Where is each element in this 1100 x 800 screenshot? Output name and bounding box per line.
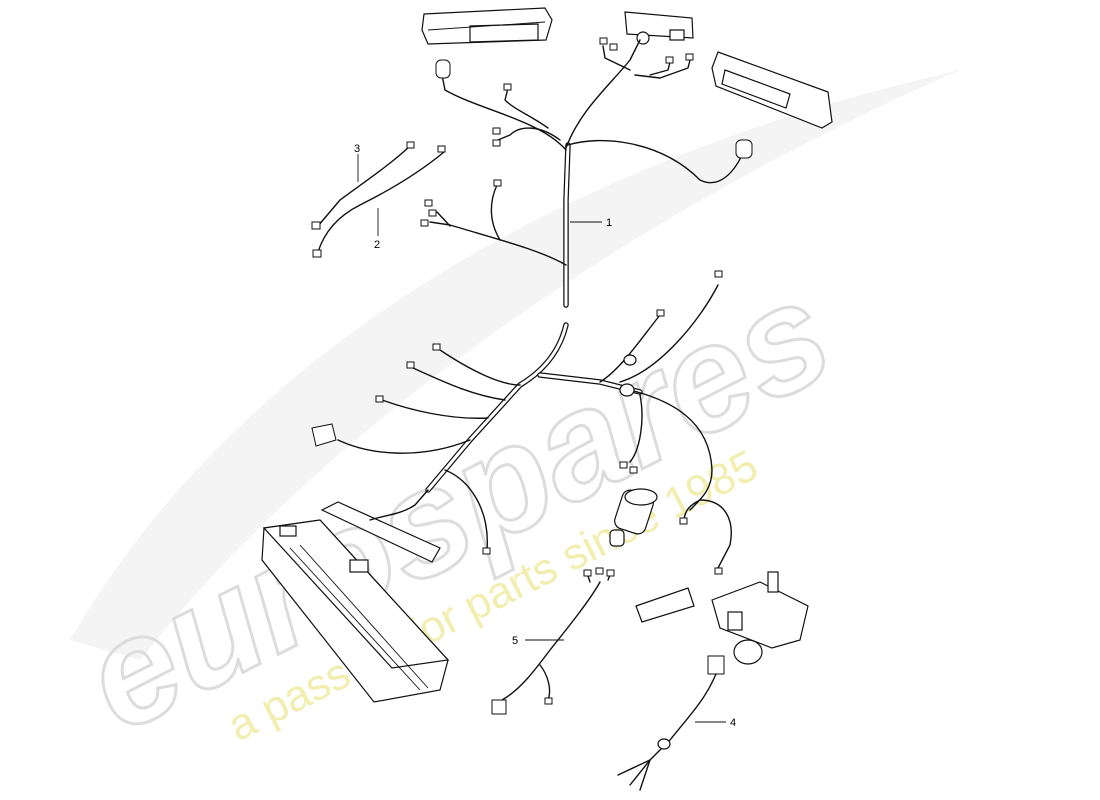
wiper-motor [711,571,809,665]
watermark-swoosh [70,70,960,660]
callout-label-3: 3 [354,143,360,155]
control-unit [261,519,450,703]
wire-item-2 [312,145,446,258]
callout-label-5: 5 [512,635,518,647]
wire-item-3 [311,141,415,230]
watermark: eurospares a passion for parts since 198… [57,70,960,765]
callout-5: 5 [512,635,564,647]
callout-4: 4 [695,717,736,729]
sensor-plug [635,587,695,623]
callout-label-2: 2 [374,239,380,251]
control-unit-connector-strip [320,489,441,563]
callout-label-1: 1 [606,217,612,229]
main-wiring-harness [337,39,743,569]
callout-2: 2 [374,208,380,251]
callout-1: 1 [570,217,612,229]
relay-canister [609,488,658,547]
right-tail-light-housing [711,51,833,129]
harness-connectors [311,37,753,575]
wire-item-5 [491,567,615,715]
wire-item-4 [617,655,725,791]
left-tail-light-housing [421,7,553,45]
callout-label-4: 4 [730,717,736,729]
center-light-unit [624,11,694,45]
callout-3: 3 [354,143,360,182]
